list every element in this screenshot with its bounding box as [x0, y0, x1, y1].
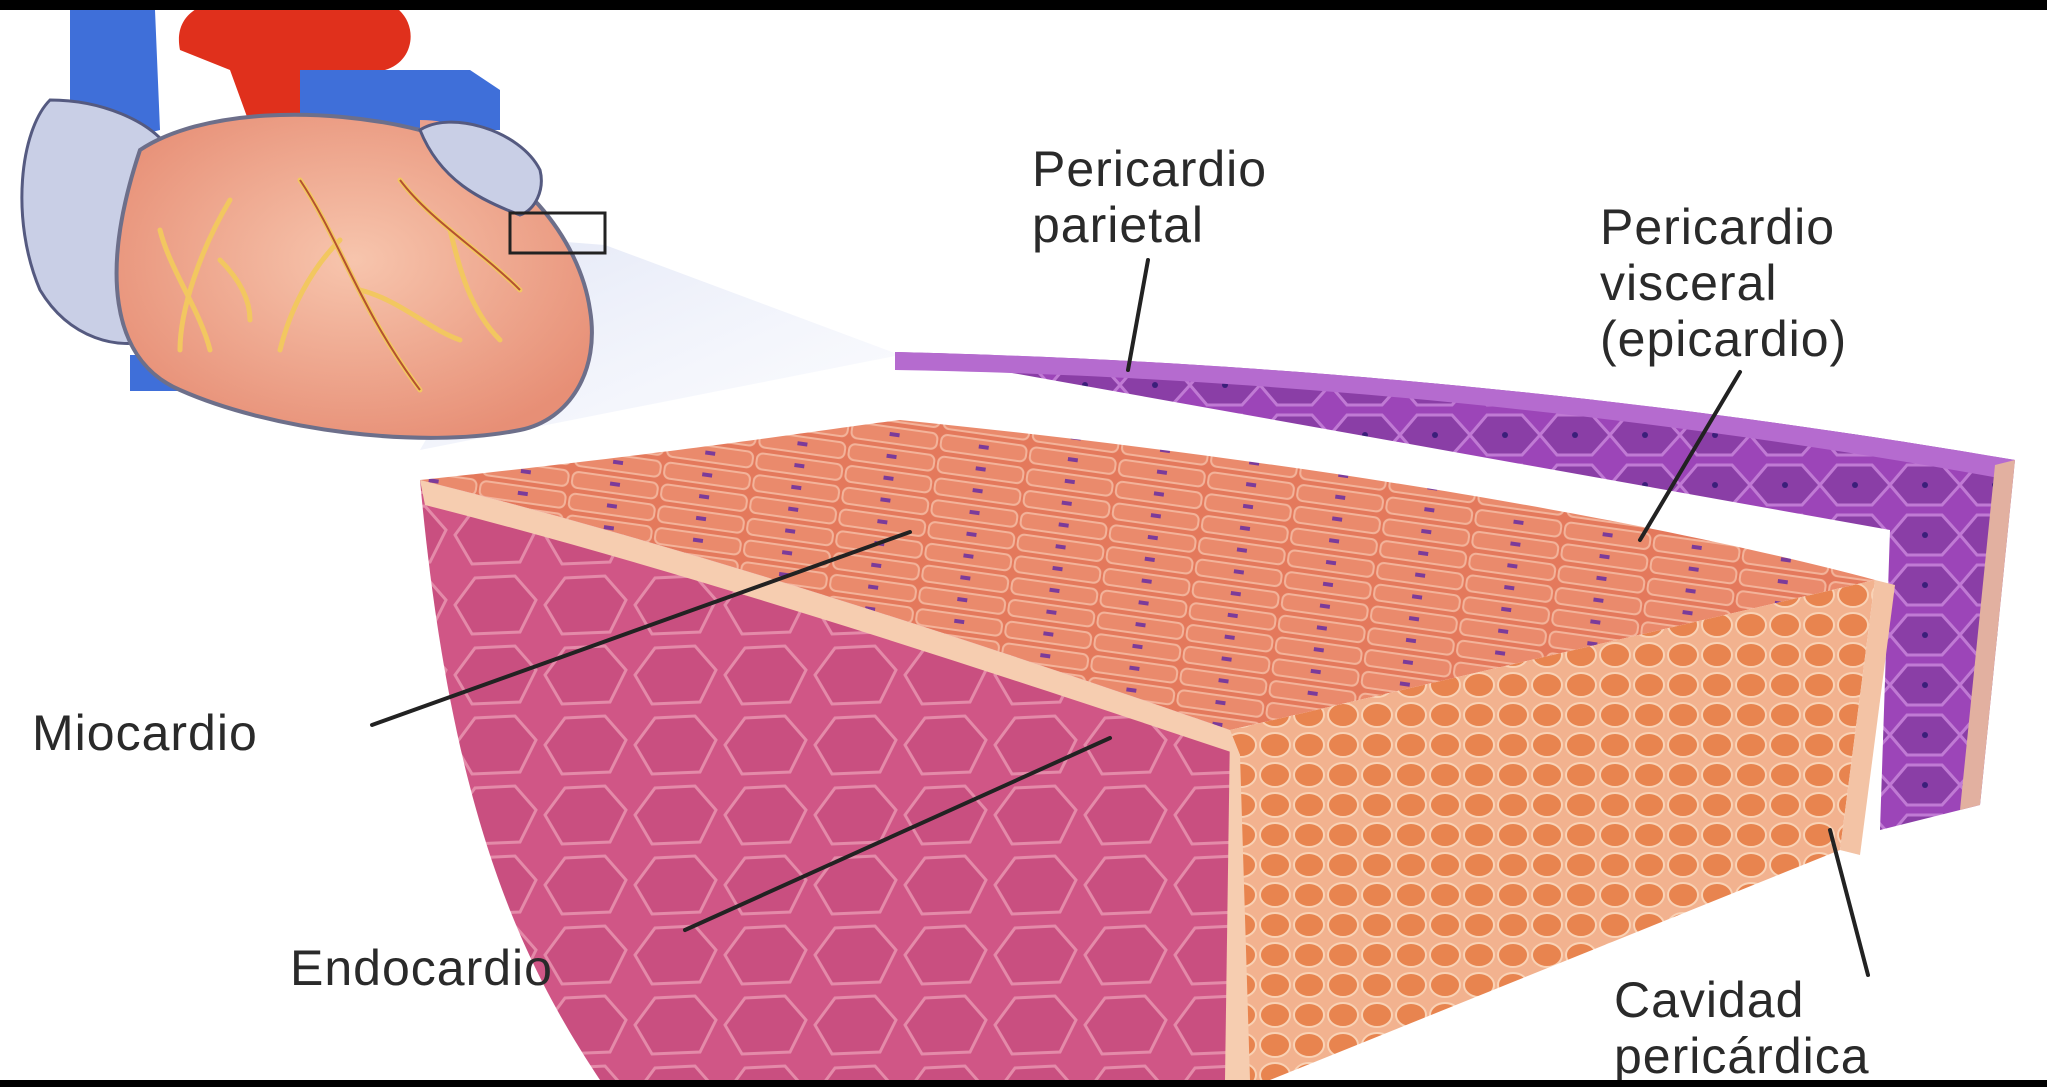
label-miocardio-text: Miocardio — [32, 705, 258, 761]
label-pericardio-visceral-line2: visceral — [1600, 255, 1847, 311]
label-cavidad-pericardica-line1: Cavidad — [1614, 972, 1870, 1028]
leader-pericardio-parietal — [1128, 260, 1148, 370]
label-pericardio-visceral-line3: (epicardio) — [1600, 311, 1847, 367]
label-miocardio: Miocardio — [32, 705, 258, 761]
label-pericardio-parietal-line2: parietal — [1032, 197, 1267, 253]
label-endocardio: Endocardio — [290, 940, 553, 996]
diagram-canvas: Pericardio parietal Pericardio visceral … — [0, 10, 2047, 1080]
label-endocardio-text: Endocardio — [290, 940, 553, 996]
label-pericardio-parietal: Pericardio parietal — [1032, 141, 1267, 253]
label-cavidad-pericardica: Cavidad pericárdica — [1614, 972, 1870, 1080]
label-pericardio-parietal-line1: Pericardio — [1032, 141, 1267, 197]
heart-illustration — [22, 10, 605, 438]
label-cavidad-pericardica-line2: pericárdica — [1614, 1028, 1870, 1080]
heart-wall-illustration — [0, 10, 2047, 1080]
label-pericardio-visceral: Pericardio visceral (epicardio) — [1600, 199, 1847, 367]
label-pericardio-visceral-line1: Pericardio — [1600, 199, 1847, 255]
